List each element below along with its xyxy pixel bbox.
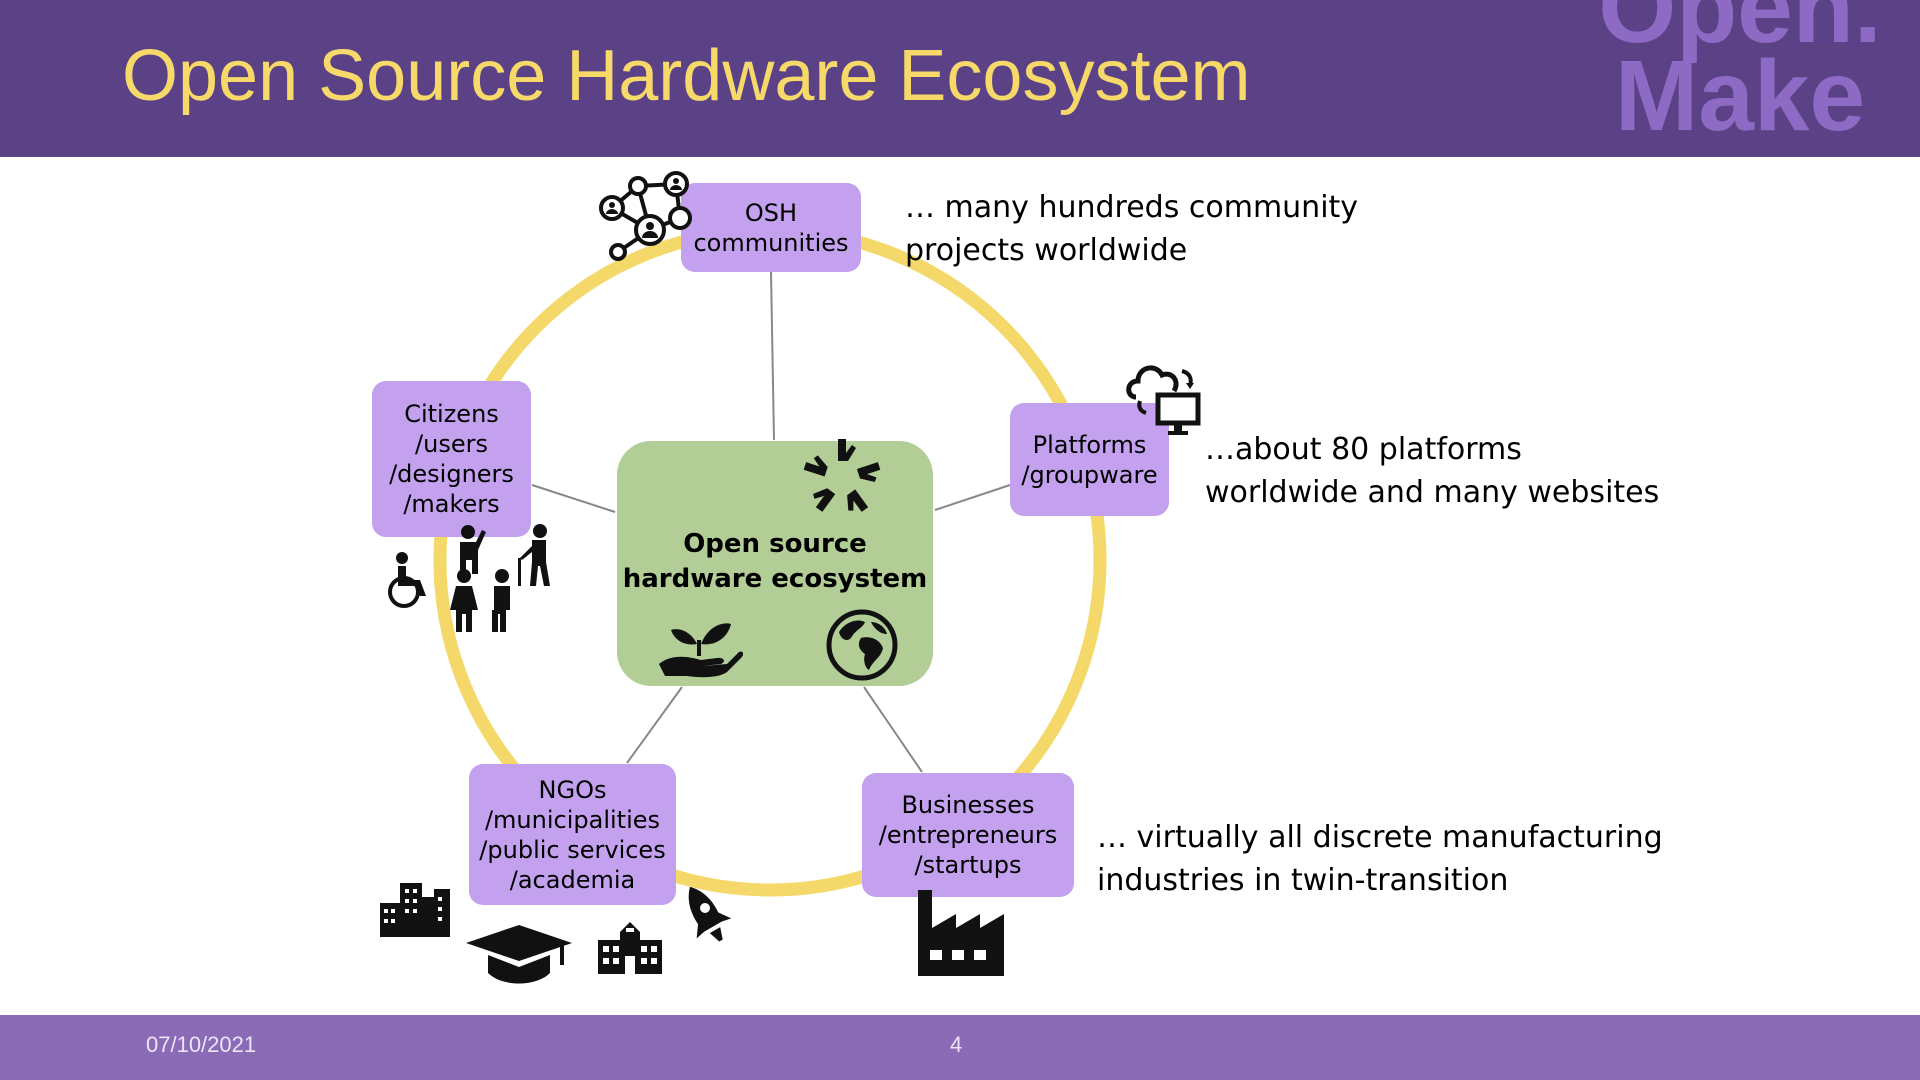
page-title: Open Source Hardware Ecosystem xyxy=(122,36,1251,116)
node-ngos-line-4: /academia xyxy=(509,865,636,894)
node-citizens: Citizens /users /designers /makers xyxy=(372,381,531,537)
note-businesses-line-1: … virtually all discrete manufacturing xyxy=(1097,820,1663,855)
graduation-cap-icon xyxy=(466,925,572,984)
city-buildings-icon xyxy=(380,883,450,937)
node-ngos: NGOs /municipalities /public services /a… xyxy=(469,764,676,905)
node-osh-line-1: OSH xyxy=(744,198,798,227)
connector-ngos xyxy=(626,686,683,764)
logo: Open. Make xyxy=(1570,0,1910,152)
note-platforms-line-2: worldwide and many websites xyxy=(1205,475,1660,510)
node-platforms-line-1: Platforms xyxy=(1032,430,1147,459)
elderly-person-icon xyxy=(518,524,550,586)
note-platforms: …about 80 platforms worldwide and many w… xyxy=(1205,428,1659,514)
center-label-line-2: hardware ecosystem xyxy=(622,564,928,594)
globe-icon xyxy=(826,609,898,681)
page-number: 4 xyxy=(950,1032,963,1057)
connector-businesses xyxy=(863,686,923,773)
people-icon xyxy=(450,525,510,632)
node-businesses: Businesses /entrepreneurs /startups xyxy=(862,773,1074,897)
node-osh-line-2: communities xyxy=(693,228,849,257)
node-businesses-line-2: /entrepreneurs xyxy=(878,821,1058,849)
logo-line-1: Open. xyxy=(1598,0,1882,64)
center-node: Open source hardware ecosystem xyxy=(617,439,933,686)
node-businesses-line-1: Businesses xyxy=(901,791,1035,819)
connector-citizens xyxy=(531,484,616,513)
node-platforms-line-2: /groupware xyxy=(1021,460,1158,489)
note-businesses-line-2: industries in twin-transition xyxy=(1097,863,1509,898)
plant-in-hand-icon xyxy=(659,623,743,678)
node-ngos-line-2: /municipalities xyxy=(484,805,661,834)
wheelchair-user-icon xyxy=(388,552,426,608)
note-osh-line-1: … many hundreds community xyxy=(905,190,1359,225)
connector-platforms xyxy=(934,484,1011,511)
node-ngos-line-1: NGOs xyxy=(538,775,607,804)
cloud-computer-icon xyxy=(1126,365,1201,435)
node-osh-communities: OSH communities xyxy=(681,183,861,272)
node-platforms: Platforms /groupware xyxy=(1010,403,1169,516)
node-citizens-line-3: /designers xyxy=(389,460,514,488)
school-building-icon xyxy=(598,922,662,974)
center-label-line-1: Open source xyxy=(683,529,867,559)
header-bar: Open Source Hardware Ecosystem Open. Mak… xyxy=(0,0,1920,157)
factory-icon xyxy=(918,890,1004,976)
hands-together-icon xyxy=(803,439,881,512)
footer-bar: 07/10/2021 4 xyxy=(0,1015,1920,1080)
note-businesses: … virtually all discrete manufacturing i… xyxy=(1097,816,1663,902)
node-citizens-line-2: /users xyxy=(415,430,488,458)
node-citizens-line-1: Citizens xyxy=(404,400,499,428)
node-citizens-line-4: /makers xyxy=(403,490,500,518)
network-icon xyxy=(599,171,692,261)
center-label: Open source hardware ecosystem xyxy=(617,527,933,597)
rocket-icon xyxy=(688,886,732,942)
note-osh: … many hundreds community projects world… xyxy=(905,186,1358,272)
note-osh-line-2: projects worldwide xyxy=(905,233,1188,268)
logo-line-2: Make xyxy=(1614,40,1866,152)
note-platforms-line-1: …about 80 platforms xyxy=(1205,432,1522,467)
connector-osh xyxy=(770,271,775,441)
node-businesses-line-3: /startups xyxy=(914,851,1022,879)
node-ngos-line-3: /public services xyxy=(479,835,666,864)
footer-date: 07/10/2021 xyxy=(146,1032,257,1057)
